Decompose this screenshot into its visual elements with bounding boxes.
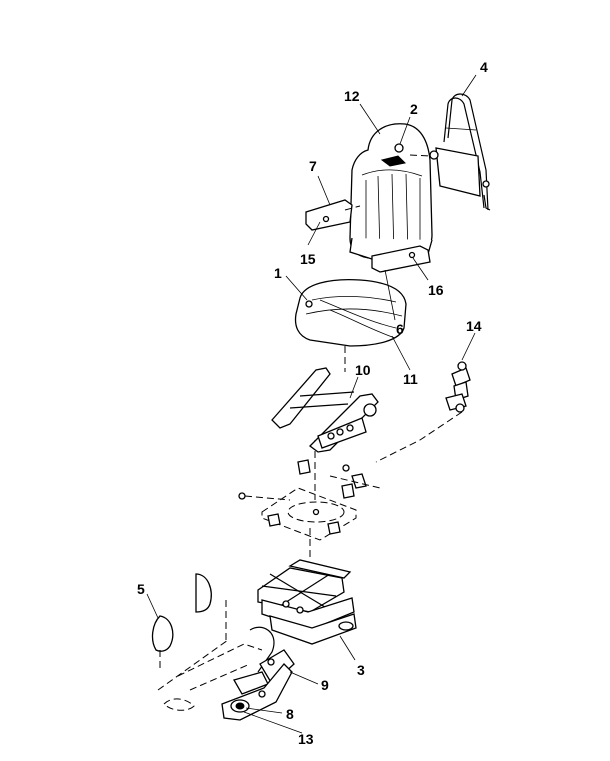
callout-16: 16 — [428, 282, 444, 298]
callout-14: 14 — [466, 318, 482, 334]
seat-rail-frame — [271, 367, 379, 453]
base-mounting-plate — [238, 459, 381, 541]
callout-11: 11 — [403, 371, 418, 387]
seat-backrest — [349, 123, 433, 263]
callout-5: 5 — [137, 581, 145, 597]
right-armrest — [371, 245, 431, 273]
side-shield-pieces — [151, 573, 227, 668]
callout-7: 7 — [309, 158, 317, 174]
callout-4: 4 — [480, 59, 488, 75]
shock-absorber — [375, 361, 471, 463]
callout-10: 10 — [355, 362, 371, 378]
callout-12: 12 — [344, 88, 360, 104]
callout-2: 2 — [410, 101, 418, 117]
callout-3: 3 — [357, 662, 365, 678]
backrest-frame-handle — [409, 93, 491, 211]
left-armrest — [305, 199, 361, 231]
suspension-base — [257, 559, 357, 645]
callout-15: 15 — [300, 251, 316, 267]
callout-9: 9 — [321, 677, 329, 693]
callout-13: 13 — [298, 731, 314, 747]
callout-6: 6 — [396, 321, 404, 337]
lever-handle-assembly — [221, 663, 293, 721]
seat-cushion — [294, 278, 407, 347]
leader-lines — [146, 74, 477, 734]
callout-8: 8 — [286, 706, 294, 722]
callout-1: 1 — [274, 265, 282, 281]
support-bracket-cable — [157, 626, 295, 711]
